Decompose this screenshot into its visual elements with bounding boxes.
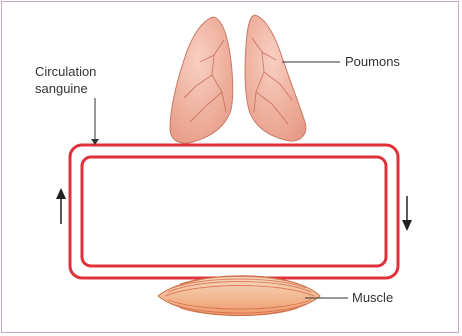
blood-circulation-loop [70, 145, 398, 278]
circulation-label-line1: Circulation [35, 64, 96, 79]
muscle-illustration [158, 276, 320, 316]
lungs-illustration [170, 15, 306, 143]
down-arrow-icon [402, 196, 412, 231]
circulation-label-line2: sanguine [35, 81, 88, 96]
muscle-label: Muscle [352, 290, 393, 305]
lungs-label: Poumons [345, 54, 400, 69]
up-arrow-icon [56, 188, 66, 224]
